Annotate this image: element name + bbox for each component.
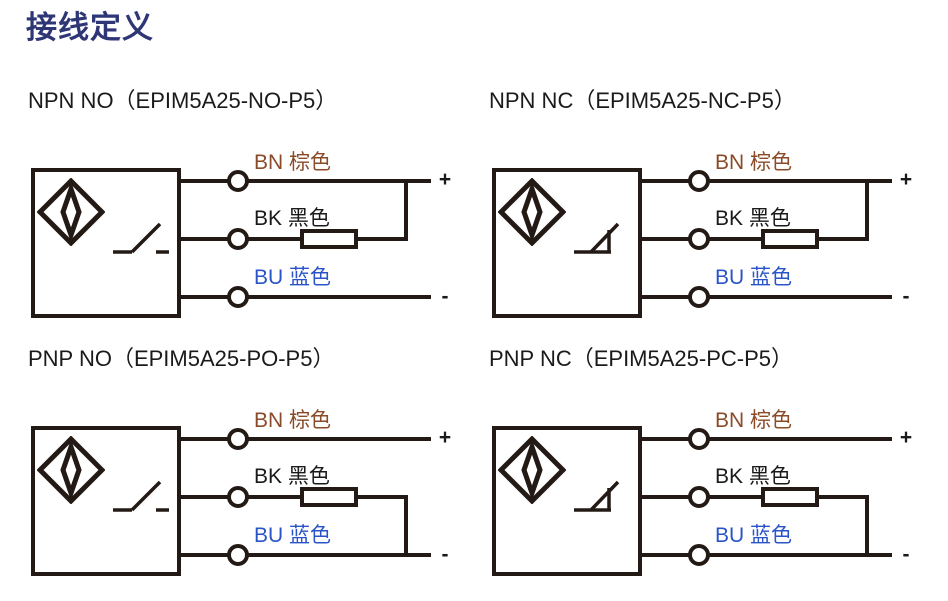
wire-label-bu: BU 蓝色: [254, 266, 332, 289]
wire-load-return-dropper: [865, 495, 869, 557]
wire-bk-mid: [708, 495, 764, 499]
diagram-pnp-nc: PNP NC（EPIM5A25-PC-P5） BN 棕色 + BK 黑色 BU …: [461, 348, 935, 601]
terminal-node-icon: [227, 544, 249, 566]
wire-bk-mid: [247, 495, 303, 499]
terminal-node-icon: [688, 486, 710, 508]
wire-bk-left: [179, 495, 242, 499]
wire-bn-right: [708, 179, 892, 183]
load-resistor-icon: [300, 487, 358, 507]
wire-load-return-dropper: [404, 495, 408, 557]
wire-label-bk: BK 黑色: [254, 465, 330, 488]
terminal-node-icon: [227, 428, 249, 450]
wire-bu-left: [179, 553, 242, 557]
wire-label-bu: BU 蓝色: [715, 266, 793, 289]
polarity-minus: -: [902, 285, 910, 308]
wire-bk-left: [179, 237, 242, 241]
load-resistor-icon: [761, 229, 819, 249]
terminal-node-icon: [688, 544, 710, 566]
wire-load-return-riser: [865, 179, 869, 241]
polarity-plus: +: [438, 426, 452, 449]
wire-label-bu: BU 蓝色: [715, 524, 793, 547]
wire-label-bn: BN 棕色: [715, 151, 793, 174]
sensor-body: [492, 426, 642, 576]
switch-normally-open-icon: [112, 474, 170, 518]
switch-normally-closed-icon: [573, 474, 631, 518]
terminal-node-icon: [688, 228, 710, 250]
diagram-npn-nc: NPN NC（EPIM5A25-NC-P5） BN 棕色 + BK 黑色 BU …: [461, 90, 935, 343]
diagram-pnp-no: PNP NO（EPIM5A25-PO-P5） BN 棕色 + BK 黑色 BU …: [0, 348, 474, 601]
polarity-minus: -: [441, 285, 449, 308]
wire-label-bk: BK 黑色: [715, 465, 791, 488]
wire-bn-right: [708, 437, 892, 441]
polarity-plus: +: [899, 426, 913, 449]
wire-label-bn: BN 棕色: [254, 409, 332, 432]
polarity-minus: -: [902, 543, 910, 566]
wire-label-bn: BN 棕色: [715, 409, 793, 432]
switch-normally-closed-icon: [573, 216, 631, 260]
polarity-minus: -: [441, 543, 449, 566]
wire-bk-mid: [708, 237, 764, 241]
wire-bu-right: [708, 553, 892, 557]
wire-bu-right: [247, 553, 431, 557]
terminal-node-icon: [227, 170, 249, 192]
wire-bn-left: [179, 179, 242, 183]
wire-bk-right: [816, 495, 869, 499]
wire-bn-left: [640, 437, 703, 441]
wire-load-return-riser: [404, 179, 408, 241]
wire-bk-right: [816, 237, 869, 241]
wire-bn-left: [640, 179, 703, 183]
inductive-sensor-diamond-icon: [497, 435, 567, 505]
load-resistor-icon: [300, 229, 358, 249]
wire-bk-left: [640, 237, 703, 241]
terminal-node-icon: [688, 286, 710, 308]
wire-bu-right: [247, 295, 431, 299]
wire-bn-right: [247, 437, 431, 441]
wire-bk-right: [355, 495, 408, 499]
polarity-plus: +: [438, 168, 452, 191]
diagram-title: PNP NC（EPIM5A25-PC-P5）: [489, 346, 794, 371]
terminal-node-icon: [227, 228, 249, 250]
inductive-sensor-diamond-icon: [36, 177, 106, 247]
diagram-title: NPN NC（EPIM5A25-NC-P5）: [489, 88, 796, 113]
polarity-plus: +: [899, 168, 913, 191]
page-title: 接线定义: [26, 10, 154, 45]
terminal-node-icon: [227, 486, 249, 508]
wire-bk-right: [355, 237, 408, 241]
terminal-node-icon: [688, 170, 710, 192]
wire-bk-left: [640, 495, 703, 499]
wire-bu-left: [640, 295, 703, 299]
wire-label-bk: BK 黑色: [254, 207, 330, 230]
wire-bn-right: [247, 179, 431, 183]
wire-bu-left: [640, 553, 703, 557]
wire-label-bk: BK 黑色: [715, 207, 791, 230]
wire-bu-right: [708, 295, 892, 299]
diagram-title: PNP NO（EPIM5A25-PO-P5）: [28, 346, 335, 371]
wire-bu-left: [179, 295, 242, 299]
terminal-node-icon: [688, 428, 710, 450]
diagram-title: NPN NO（EPIM5A25-NO-P5）: [28, 88, 338, 113]
wire-label-bn: BN 棕色: [254, 151, 332, 174]
inductive-sensor-diamond-icon: [36, 435, 106, 505]
wire-bn-left: [179, 437, 242, 441]
load-resistor-icon: [761, 487, 819, 507]
wire-label-bu: BU 蓝色: [254, 524, 332, 547]
switch-normally-open-icon: [112, 216, 170, 260]
terminal-node-icon: [227, 286, 249, 308]
diagram-npn-no: NPN NO（EPIM5A25-NO-P5） BN 棕色 + BK 黑色 BU …: [0, 90, 474, 343]
inductive-sensor-diamond-icon: [497, 177, 567, 247]
wire-bk-mid: [247, 237, 303, 241]
